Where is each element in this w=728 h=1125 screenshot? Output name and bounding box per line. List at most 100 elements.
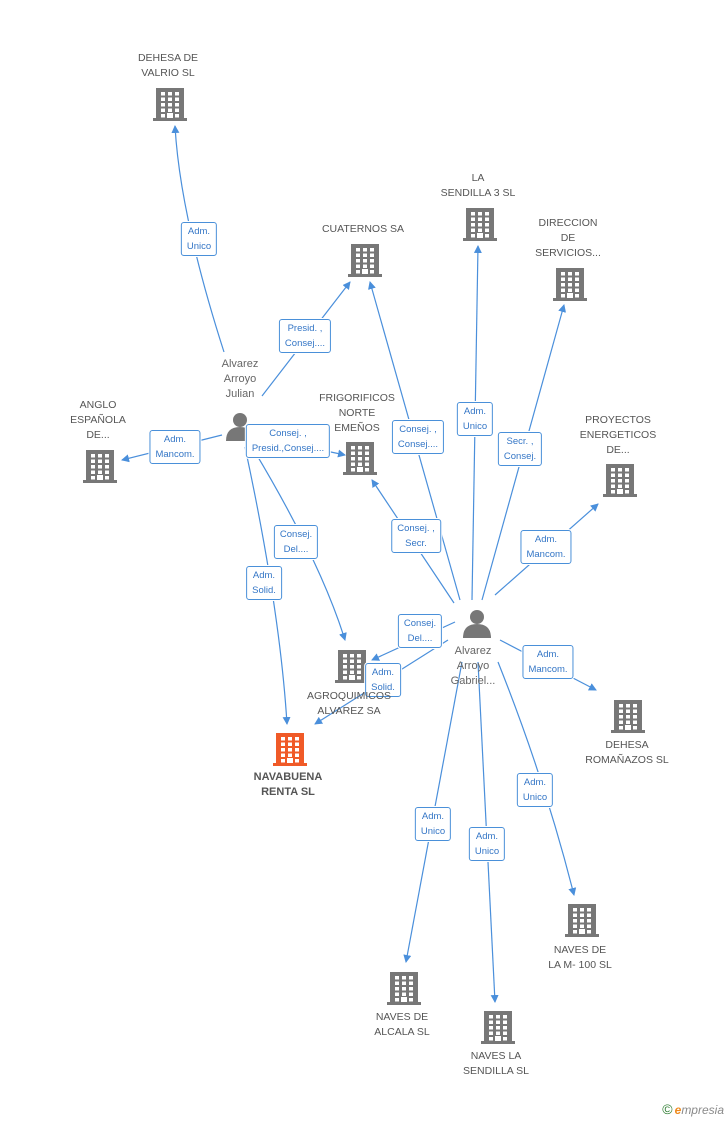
- building-icon-cuaternos[interactable]: [348, 244, 382, 277]
- edge-label-alvarez_julian-to-anglo[interactable]: Adm.Mancom.: [149, 430, 201, 464]
- edge-label-alvarez_gabriel-to-navabuena[interactable]: Adm.Solid.: [365, 663, 401, 697]
- edge-label-alvarez_gabriel-to-naves_alcala[interactable]: Adm.Unico: [414, 807, 452, 841]
- building-window: [573, 930, 577, 934]
- node-label-line: LA M- 100 SL: [548, 959, 612, 971]
- building-window: [161, 97, 165, 101]
- building-window: [175, 114, 179, 118]
- edge-label-alvarez_gabriel-to-frigorificos[interactable]: Consej. ,Secr.: [391, 519, 441, 553]
- building-icon-frigorificos[interactable]: [343, 442, 377, 475]
- building-door: [617, 489, 623, 494]
- node-label-line: DIRECCION: [538, 217, 598, 229]
- building-icon-la_sendilla3[interactable]: [463, 208, 497, 241]
- building-window: [343, 670, 347, 674]
- building-window: [611, 479, 615, 483]
- edge-label-line: Presid.,Consej....: [251, 443, 325, 454]
- building-window: [471, 228, 475, 232]
- building-base: [387, 1002, 421, 1005]
- building-window: [633, 726, 637, 730]
- building-door: [362, 269, 368, 274]
- building-window: [402, 976, 406, 980]
- building-icon-dehesa_valrio[interactable]: [153, 88, 187, 121]
- building-window: [485, 234, 489, 238]
- building-window: [580, 908, 584, 912]
- node-label-line: RENTA SL: [261, 786, 315, 798]
- building-window: [295, 742, 299, 746]
- edge-label-line: Presid. ,: [287, 323, 323, 334]
- building-window: [395, 976, 399, 980]
- building-window: [503, 1031, 507, 1035]
- edge-label-alvarez_gabriel-to-direccion[interactable]: Secr. ,Consej.: [497, 432, 543, 466]
- edge-label-alvarez_julian-to-navabuena[interactable]: Adm.Solid.: [246, 566, 282, 600]
- building-window: [409, 992, 413, 996]
- building-window: [357, 654, 361, 658]
- building-icon-direccion[interactable]: [553, 268, 587, 301]
- node-label-line: PROYECTOS: [585, 414, 651, 426]
- edge-label-alvarez_julian-to-frigorificos[interactable]: Consej. ,Presid.,Consej....: [245, 424, 331, 458]
- edge-label-alvarez_gabriel-to-cuaternos[interactable]: Consej. ,Consej....: [391, 420, 445, 454]
- edge-label-alvarez_julian-to-agroquimicos[interactable]: Consej.Del....: [273, 525, 319, 559]
- edge-label-line: Unico: [522, 792, 548, 803]
- building-icon-dehesa_romanazos[interactable]: [611, 700, 645, 733]
- node-label-line: ANGLO: [79, 399, 117, 411]
- building-icon-naves_sendilla[interactable]: [481, 1011, 515, 1044]
- building-icon-navabuena[interactable]: [273, 733, 307, 766]
- brand-name: mpresia: [681, 1103, 724, 1117]
- building-window: [568, 272, 572, 276]
- node-label-line: ROMAÑAZOS SL: [585, 754, 669, 766]
- node-label-cuaternos[interactable]: CUATERNOS SA: [322, 222, 404, 237]
- building-window: [363, 264, 367, 268]
- building-base: [463, 238, 497, 241]
- edge-label-line: Adm.: [163, 434, 187, 445]
- building-icon-proyectos[interactable]: [603, 464, 637, 497]
- edge-label-alvarez_julian-to-dehesa_valrio[interactable]: Adm.Unico: [180, 222, 218, 256]
- building-window: [587, 924, 591, 928]
- building-icon-agroquimicos[interactable]: [335, 650, 369, 683]
- person-icon-alvarez_gabriel[interactable]: [463, 610, 491, 638]
- building-window: [91, 470, 95, 474]
- edge-label-alvarez_gabriel-to-naves_m100[interactable]: Adm.Unico: [516, 773, 554, 807]
- building-window: [625, 468, 629, 472]
- edge-label-alvarez_gabriel-to-naves_sendilla[interactable]: Adm.Unico: [468, 827, 506, 861]
- building-window: [358, 462, 362, 466]
- building-window: [161, 92, 165, 96]
- building-window: [91, 465, 95, 469]
- building-window: [281, 742, 285, 746]
- building-window: [496, 1015, 500, 1019]
- building-window: [496, 1020, 500, 1024]
- building-icon-naves_alcala[interactable]: [387, 972, 421, 1005]
- edge-label-alvarez_gabriel-to-agroquimicos[interactable]: Consej.Del....: [397, 614, 443, 648]
- building-base: [153, 118, 187, 121]
- building-base: [335, 680, 369, 683]
- building-icon-anglo[interactable]: [83, 450, 117, 483]
- building-icon-naves_m100[interactable]: [565, 904, 599, 937]
- edge-label-alvarez_gabriel-to-proyectos[interactable]: Adm.Mancom.: [520, 530, 572, 564]
- building-window: [295, 753, 299, 757]
- edge-label-alvarez_julian-to-cuaternos[interactable]: Presid. ,Consej....: [278, 319, 332, 353]
- building-window: [295, 748, 299, 752]
- building-window: [625, 479, 629, 483]
- building-window: [633, 704, 637, 708]
- building-window: [575, 294, 579, 298]
- building-window: [611, 490, 615, 494]
- building-window: [625, 473, 629, 477]
- building-window: [370, 270, 374, 274]
- edge-label-alvarez_gabriel-to-la_sendilla3[interactable]: Adm.Unico: [456, 402, 494, 436]
- building-window: [625, 484, 629, 488]
- node-label-line: FRIGORIFICOS: [319, 392, 395, 404]
- building-window: [175, 103, 179, 107]
- edge-label-alvarez_gabriel-to-dehesa_romanazos[interactable]: Adm.Mancom.: [522, 645, 574, 679]
